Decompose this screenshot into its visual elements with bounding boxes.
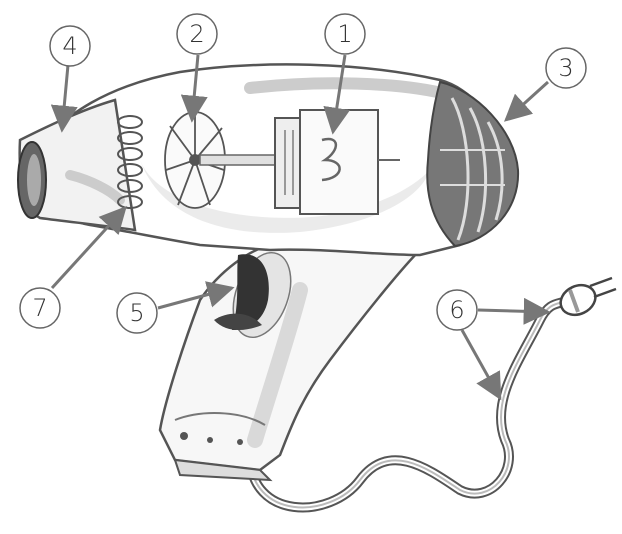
motor-shaft — [200, 155, 280, 165]
callout-2: 2 — [177, 14, 217, 54]
svg-text:1: 1 — [337, 20, 352, 48]
air-intake-grille-icon — [427, 82, 518, 246]
callout-5: 5 — [117, 293, 157, 333]
leader-6b — [462, 330, 500, 398]
svg-text:4: 4 — [62, 32, 77, 60]
callout-7: 7 — [20, 288, 60, 328]
svg-text:7: 7 — [32, 294, 47, 322]
handle — [160, 230, 420, 480]
callout-6: 6 — [437, 290, 477, 330]
callout-1: 1 — [325, 14, 365, 54]
callout-3: 3 — [546, 48, 586, 88]
nozzle-icon — [18, 100, 135, 230]
svg-text:3: 3 — [558, 54, 573, 82]
leader-6a — [478, 310, 548, 312]
svg-text:6: 6 — [449, 296, 464, 324]
leader-3 — [506, 82, 548, 120]
callout-4: 4 — [50, 26, 90, 66]
plug-icon — [556, 278, 616, 320]
svg-text:5: 5 — [129, 299, 144, 327]
svg-text:2: 2 — [189, 20, 204, 48]
